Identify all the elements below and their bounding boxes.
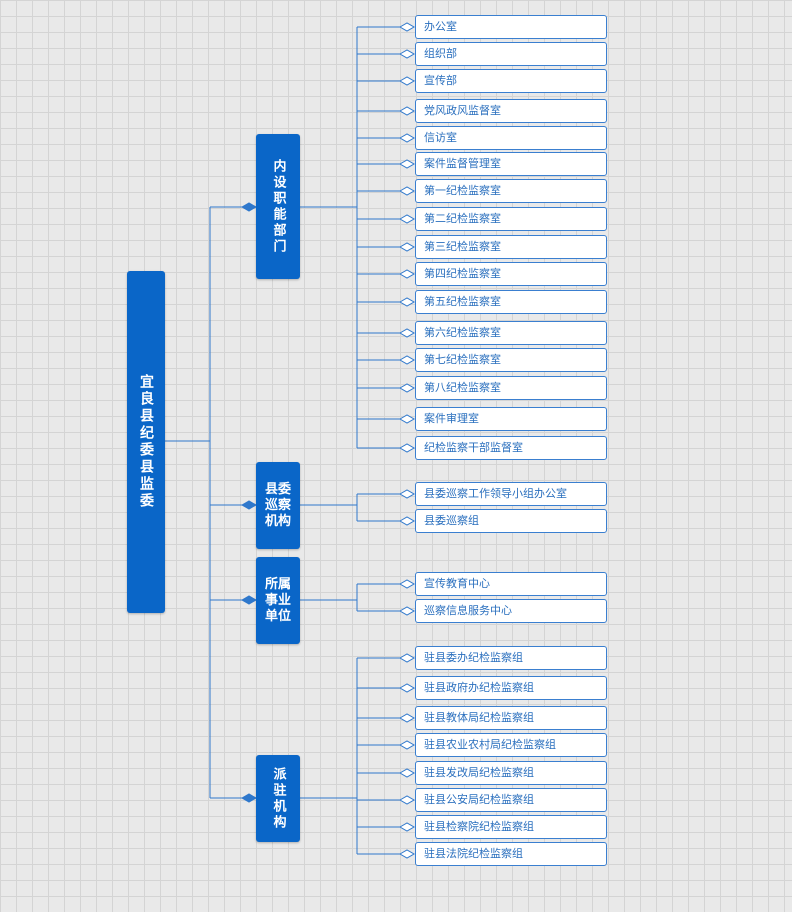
branch-connector-diamond	[240, 793, 258, 803]
leaf-connector-diamond	[398, 76, 416, 86]
branch-connector-diamond	[240, 500, 258, 510]
leaf-inspection-room-8[interactable]: 第八纪检监察室	[415, 376, 607, 400]
leaf-inspection-room-5[interactable]: 第五纪检监察室	[415, 290, 607, 314]
leaf-county-party-office[interactable]: 驻县委办纪检监察组	[415, 646, 607, 670]
leaf-connector-diamond	[398, 133, 416, 143]
leaf-connector-diamond	[398, 822, 416, 832]
leaf-connector-diamond	[398, 328, 416, 338]
leaf-connector-diamond	[398, 653, 416, 663]
leaf-connector-diamond	[398, 443, 416, 453]
leaf-connector-diamond	[398, 159, 416, 169]
leaf-connector-diamond	[398, 683, 416, 693]
leaf-connector-diamond	[398, 489, 416, 499]
leaf-development-reform-bureau[interactable]: 驻县发改局纪检监察组	[415, 761, 607, 785]
leaf-connector-diamond	[398, 795, 416, 805]
leaf-inspection-room-1[interactable]: 第一纪检监察室	[415, 179, 607, 203]
leaf-inspection-room-2[interactable]: 第二纪检监察室	[415, 207, 607, 231]
leaf-procuratorate[interactable]: 驻县检察院纪检监察组	[415, 815, 607, 839]
leaf-connector-diamond	[398, 606, 416, 616]
leaf-inspection-room-6[interactable]: 第六纪检监察室	[415, 321, 607, 345]
leaf-connector-diamond	[398, 22, 416, 32]
leaf-connector-diamond	[398, 242, 416, 252]
leaf-office[interactable]: 办公室	[415, 15, 607, 39]
leaf-inspection-room-7[interactable]: 第七纪检监察室	[415, 348, 607, 372]
leaf-inspection-team[interactable]: 县委巡察组	[415, 509, 607, 533]
leaf-publicity[interactable]: 宣传部	[415, 69, 607, 93]
root-node[interactable]: 宜良县纪委县监委	[127, 271, 165, 613]
leaf-connector-diamond	[398, 516, 416, 526]
leaf-agriculture-rural-bureau[interactable]: 驻县农业农村局纪检监察组	[415, 733, 607, 757]
leaf-connector-diamond	[398, 768, 416, 778]
leaf-connector-diamond	[398, 269, 416, 279]
branch-node-dispatched-agencies[interactable]: 派驻机构	[256, 755, 300, 842]
leaf-inspection-leading-office[interactable]: 县委巡察工作领导小组办公室	[415, 482, 607, 506]
leaf-connector-diamond	[398, 579, 416, 589]
leaf-connector-diamond	[398, 383, 416, 393]
leaf-education-center[interactable]: 宣传教育中心	[415, 572, 607, 596]
branch-connector-diamond	[240, 595, 258, 605]
leaf-organization[interactable]: 组织部	[415, 42, 607, 66]
leaf-style-supervision[interactable]: 党风政风监督室	[415, 99, 607, 123]
leaf-cadre-supervision[interactable]: 纪检监察干部监督室	[415, 436, 607, 460]
leaf-case-management[interactable]: 案件监督管理室	[415, 152, 607, 176]
leaf-connector-diamond	[398, 713, 416, 723]
leaf-inspection-room-4[interactable]: 第四纪检监察室	[415, 262, 607, 286]
branch-connector-diamond	[240, 202, 258, 212]
leaf-connector-diamond	[398, 106, 416, 116]
leaf-education-sports-bureau[interactable]: 驻县教体局纪检监察组	[415, 706, 607, 730]
leaf-petition[interactable]: 信访室	[415, 126, 607, 150]
leaf-connector-diamond	[398, 355, 416, 365]
leaf-connector-diamond	[398, 214, 416, 224]
leaf-connector-diamond	[398, 186, 416, 196]
leaf-connector-diamond	[398, 740, 416, 750]
leaf-inspection-room-3[interactable]: 第三纪检监察室	[415, 235, 607, 259]
leaf-public-security-bureau[interactable]: 驻县公安局纪检监察组	[415, 788, 607, 812]
leaf-inspection-info-center[interactable]: 巡察信息服务中心	[415, 599, 607, 623]
leaf-case-review[interactable]: 案件审理室	[415, 407, 607, 431]
leaf-connector-diamond	[398, 849, 416, 859]
leaf-connector-diamond	[398, 49, 416, 59]
branch-node-inspection-agency[interactable]: 县委巡察机构	[256, 462, 300, 549]
leaf-connector-diamond	[398, 414, 416, 424]
branch-node-internal-departments[interactable]: 内设职能部门	[256, 134, 300, 279]
branch-node-public-institutions[interactable]: 所属事业单位	[256, 557, 300, 644]
leaf-court[interactable]: 驻县法院纪检监察组	[415, 842, 607, 866]
leaf-county-government-office[interactable]: 驻县政府办纪检监察组	[415, 676, 607, 700]
leaf-connector-diamond	[398, 297, 416, 307]
